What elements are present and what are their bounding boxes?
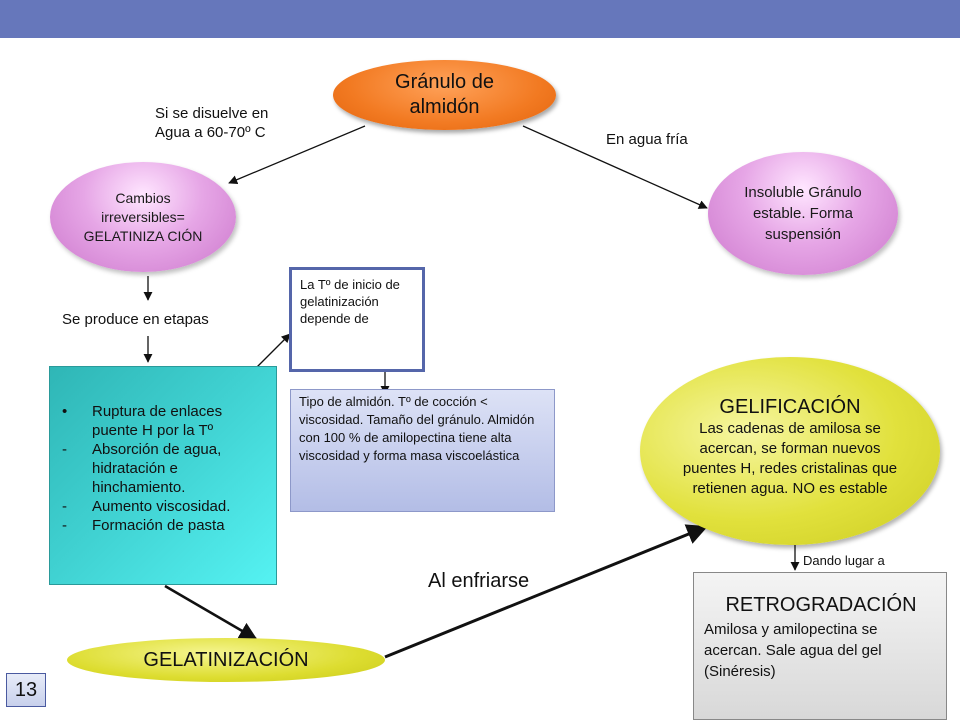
granulo-node: Gránulo de almidón: [333, 60, 556, 130]
arrow-to-insoluble: [522, 125, 708, 209]
disuelve-label: Si se disuelve en Agua a 60-70º C: [155, 105, 269, 141]
gelatinizacion-label: GELATINIZACIÓN: [143, 649, 309, 671]
dando-label: Dando lugar a: [803, 553, 885, 568]
gelificacion-title: GELIFICACIÓN: [719, 396, 861, 418]
steps-list-item: - Formación de pasta: [54, 516, 272, 535]
cambios-label: Cambios irreversibles= GELATINIZA CIÓN: [83, 189, 203, 244]
step-text: Absorción de agua, hidratación e hincham…: [92, 441, 222, 496]
top-banner: [0, 0, 960, 38]
retrogradacion-box: RETROGRADACIÓN Amilosa y amilopectina se…: [693, 572, 947, 720]
gelificacion-body: Las cadenas de amilosa se acercan, se fo…: [682, 420, 898, 497]
step-marker: -: [62, 441, 67, 458]
step-marker: -: [62, 498, 67, 515]
gelificacion-node: GELIFICACIÓN Las cadenas de amilosa se a…: [640, 357, 940, 545]
temp-box-text: La Tº de inicio de gelatinización depend…: [300, 277, 400, 326]
insoluble-node: Insoluble Gránulo estable. Forma suspens…: [708, 152, 898, 275]
step-marker: •: [62, 403, 68, 420]
granulo-label: Gránulo de almidón: [395, 71, 494, 118]
enfriarse-label: Al enfriarse: [428, 570, 530, 592]
gelatinizacion-node: GELATINIZACIÓN: [67, 638, 385, 682]
steps-list-item: - Aumento viscosidad.: [54, 497, 272, 516]
arrow-to-cambios: [228, 125, 366, 185]
retrogradacion-title: RETROGRADACIÓN: [725, 594, 917, 616]
temp-box: La Tº de inicio de gelatinización depend…: [289, 267, 425, 372]
steps-list-item: • Ruptura de enlaces puente H por la Tº: [54, 402, 272, 440]
step-text: Ruptura de enlaces puente H por la Tº: [92, 403, 223, 439]
insoluble-label: Insoluble Gránulo estable. Forma suspens…: [744, 184, 862, 243]
etapas-label: Se produce en etapas: [62, 311, 209, 328]
factors-box: Tipo de almidón. Tº de cocción < viscosi…: [290, 389, 555, 512]
fria-label: En agua fría: [606, 131, 688, 148]
page-number: 13: [6, 673, 46, 707]
factors-text: Tipo de almidón. Tº de cocción < viscosi…: [299, 394, 535, 463]
cambios-node: Cambios irreversibles= GELATINIZA CIÓN: [50, 162, 236, 272]
steps-box: • Ruptura de enlaces puente H por la Tº - A…: [49, 366, 277, 585]
step-marker: -: [62, 517, 67, 534]
arrow-to-gelificacion: [384, 524, 708, 659]
step-text: Aumento viscosidad.: [92, 498, 231, 515]
retrogradacion-body: Amilosa y amilopectina se acercan. Sale …: [704, 621, 882, 680]
step-text: Formación de pasta: [92, 517, 225, 534]
arrow-steps-to-gelatinizacion: [164, 584, 258, 641]
arrow-steps-to-temp: [255, 333, 291, 369]
steps-list-item: - Absorción de agua, hidratación e hincha…: [54, 440, 272, 497]
steps-list: • Ruptura de enlaces puente H por la Tº - A…: [54, 402, 272, 535]
